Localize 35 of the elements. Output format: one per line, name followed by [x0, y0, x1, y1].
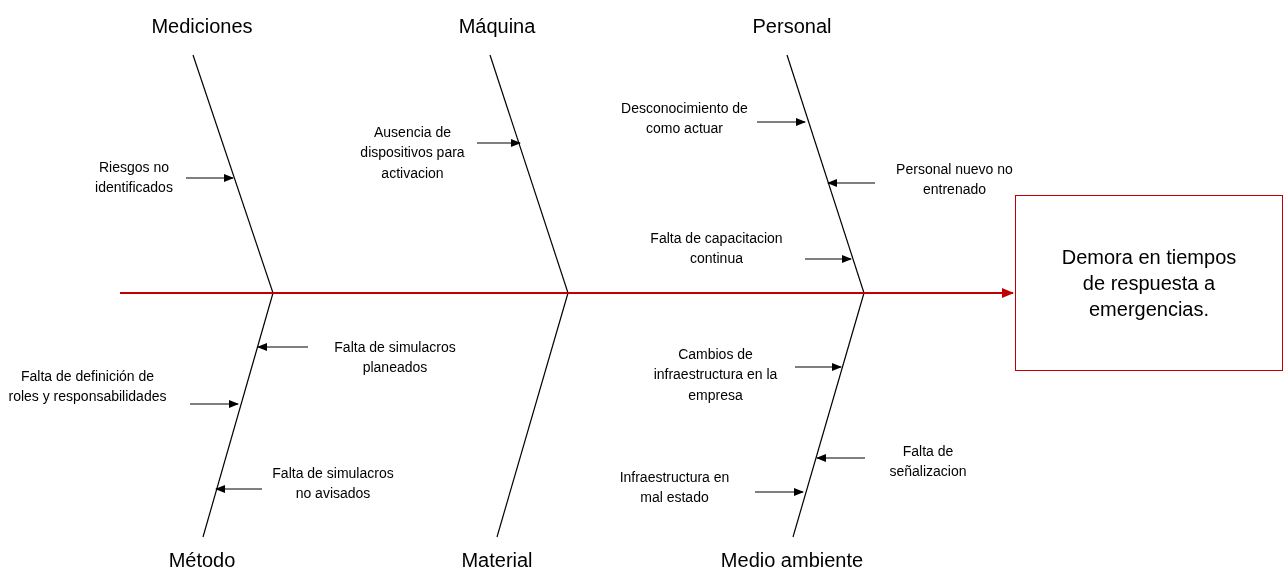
- arrow: [215, 485, 263, 493]
- cause-label: Falta de simulacros planeados: [310, 337, 480, 378]
- cause-label: Ausencia de dispositivos para activacion: [350, 122, 475, 183]
- cause-label: Falta de definición de roles y responsabilidades: [5, 366, 170, 407]
- arrow: [185, 174, 234, 182]
- effect-box: Demora en tiempos de respuesta a emergencias.: [1015, 195, 1283, 371]
- arrow: [804, 255, 852, 263]
- cause-label: Falta de simulacros no avisados: [266, 463, 400, 504]
- category-label: Máquina: [397, 14, 597, 38]
- cause-label: Riesgos no identificados: [82, 157, 186, 198]
- arrow: [827, 179, 876, 187]
- arrow: [476, 139, 521, 147]
- category-label: Material: [397, 548, 597, 572]
- arrow: [756, 118, 806, 126]
- bone-line: [786, 54, 865, 294]
- cause-label: Falta de señalizacion: [867, 441, 989, 482]
- cause-label: Desconocimiento de como actuar: [614, 98, 755, 139]
- category-label: Método: [102, 548, 302, 572]
- cause-label: Falta de capacitacion continua: [630, 228, 803, 269]
- bone-line: [792, 292, 865, 538]
- category-label: Medio ambiente: [692, 548, 892, 572]
- arrow: [257, 343, 309, 351]
- category-label: Mediciones: [102, 14, 302, 38]
- arrow: [816, 454, 866, 462]
- arrow: [189, 400, 239, 408]
- bone-line: [489, 54, 569, 294]
- bone-line: [202, 292, 274, 538]
- arrow: [754, 488, 804, 496]
- arrow: [794, 363, 842, 371]
- cause-label: Cambios de infraestructura en la empresa: [643, 344, 788, 405]
- bone-line: [192, 54, 274, 294]
- spine-arrow: [119, 288, 1014, 298]
- category-label: Personal: [692, 14, 892, 38]
- cause-label: Infraestructura en mal estado: [607, 467, 742, 508]
- bone-line: [496, 292, 569, 538]
